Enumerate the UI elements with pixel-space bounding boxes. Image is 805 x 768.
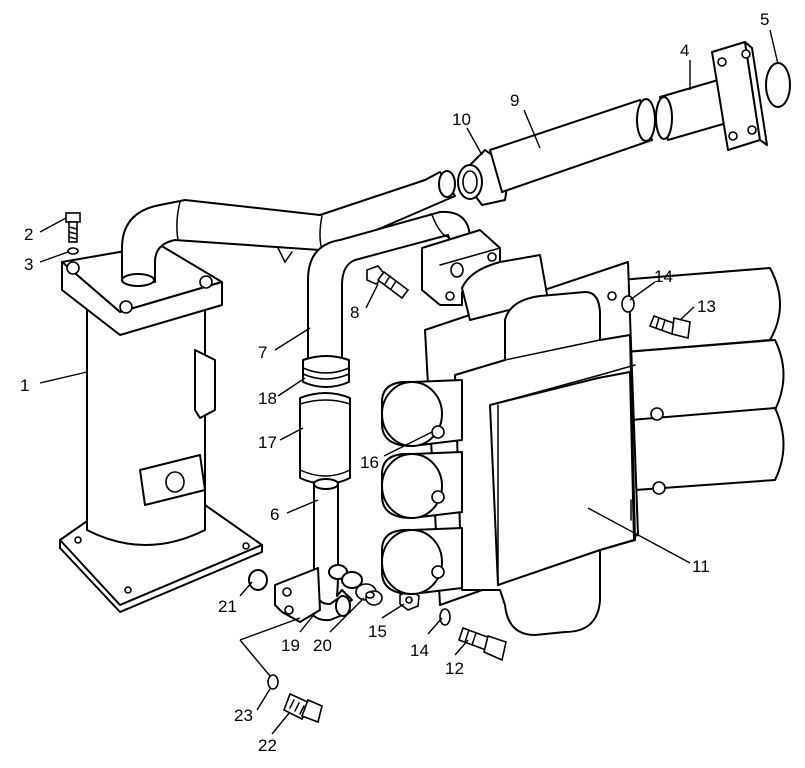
part-18-clamp [302, 355, 350, 388]
part-1-canister [59, 244, 263, 613]
part-5-gasket [765, 62, 791, 108]
callout-8: 8 [350, 303, 359, 322]
callout-18: 18 [258, 389, 277, 408]
part-21-mount-bracket [274, 567, 321, 623]
part-22-bolt [282, 692, 323, 724]
part-2-bolt [65, 212, 81, 243]
callout-3: 3 [24, 255, 33, 274]
upper-bracket [421, 229, 501, 306]
part-17-hose [299, 392, 351, 485]
callout-21: 21 [218, 597, 237, 616]
part-21-cap [248, 569, 268, 591]
callout-14-lower: 14 [410, 641, 429, 660]
callout-22: 22 [258, 736, 277, 755]
callout-19: 19 [281, 636, 300, 655]
part-4-flanged-pipe [655, 41, 768, 151]
part-12-bolt [457, 626, 507, 662]
part-23-o-ring [267, 674, 279, 690]
callout-15: 15 [368, 622, 387, 641]
callout-23: 23 [234, 706, 253, 725]
part-3-washer [67, 247, 79, 255]
leader-lines [39, 29, 779, 735]
callout-10: 10 [452, 110, 471, 129]
part-8-bolt [366, 265, 410, 300]
callout-5: 5 [760, 10, 769, 29]
part-13-bolt [648, 314, 691, 339]
upper-pipe [121, 170, 456, 287]
callout-4: 4 [680, 41, 689, 60]
part-14-washer-lower [439, 608, 451, 626]
callout-13: 13 [697, 297, 716, 316]
callout-14-upper: 14 [654, 267, 673, 286]
callout-17: 17 [258, 433, 277, 452]
callout-16: 16 [360, 453, 379, 472]
callout-2: 2 [24, 225, 33, 244]
callout-12: 12 [445, 659, 464, 678]
callout-11: 11 [692, 557, 710, 576]
callout-1: 1 [20, 376, 29, 395]
callout-7: 7 [258, 343, 267, 362]
part-20-fitting [355, 583, 383, 606]
part-9-pipe [489, 98, 656, 193]
callout-9: 9 [510, 91, 519, 110]
callout-20: 20 [313, 636, 332, 655]
callout-numbers: 1 2 3 4 5 6 7 8 9 10 11 12 13 14 14 15 1… [20, 10, 769, 755]
callout-6: 6 [270, 505, 279, 524]
part-11-main-block [381, 254, 785, 636]
